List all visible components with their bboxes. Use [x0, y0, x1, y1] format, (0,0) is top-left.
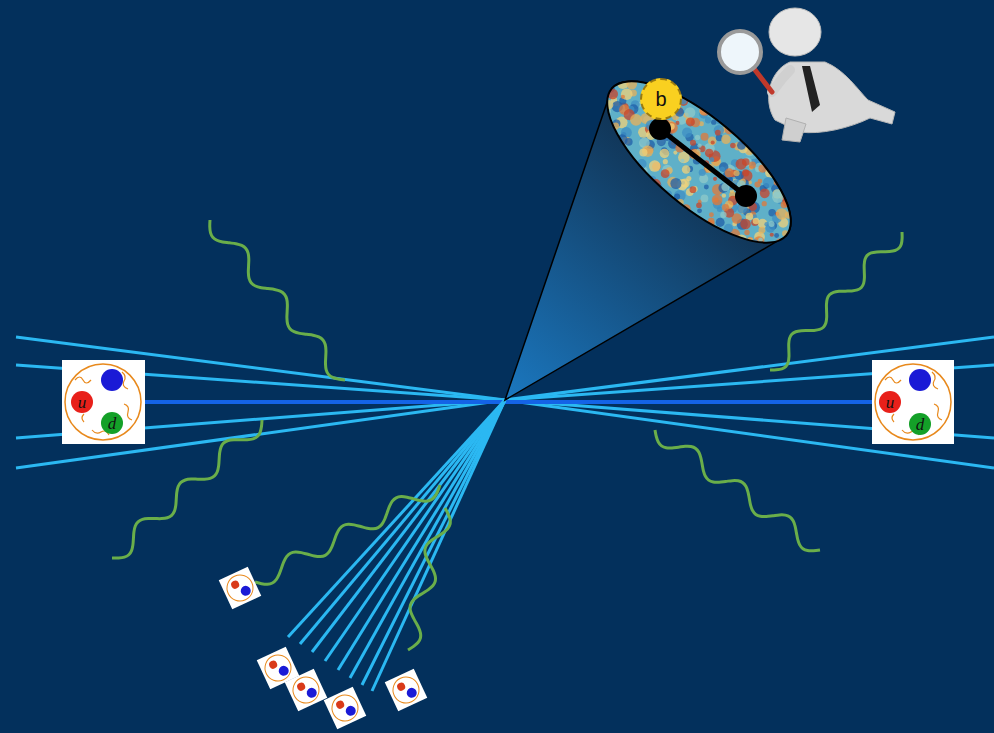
photon-line	[655, 430, 820, 551]
photon-lines	[112, 220, 902, 650]
detective-figure	[719, 8, 895, 142]
hadron-icon	[285, 669, 328, 712]
b-quark-circle: b	[640, 78, 682, 120]
dumbbell-bar	[660, 129, 746, 196]
quark-label: b	[655, 89, 666, 109]
quark-label: d	[916, 416, 925, 433]
photon-line	[255, 485, 440, 584]
quark-circle: u	[879, 391, 901, 413]
photon-line	[770, 232, 902, 370]
hadron-icon	[219, 567, 262, 610]
dumbbell-end	[649, 118, 671, 140]
cmb-outline	[583, 55, 814, 269]
quark-label: d	[108, 415, 117, 432]
quark-label: u	[886, 394, 895, 411]
hadron-icons	[219, 567, 428, 730]
quark-circle: d	[101, 412, 123, 434]
quark-label: u	[78, 394, 87, 411]
cmb-map	[583, 55, 814, 269]
dumbbell-end	[735, 185, 757, 207]
photon-line	[210, 220, 345, 380]
hadron-icon	[385, 669, 428, 712]
proton-left	[62, 360, 145, 444]
beam-axis	[145, 400, 872, 404]
jet-tracks	[288, 400, 505, 691]
quark-circle: d	[909, 413, 931, 435]
hadron-icon	[324, 687, 367, 730]
photon-line	[408, 508, 450, 650]
proton-right	[872, 360, 954, 444]
quark-circle: u	[71, 391, 93, 413]
